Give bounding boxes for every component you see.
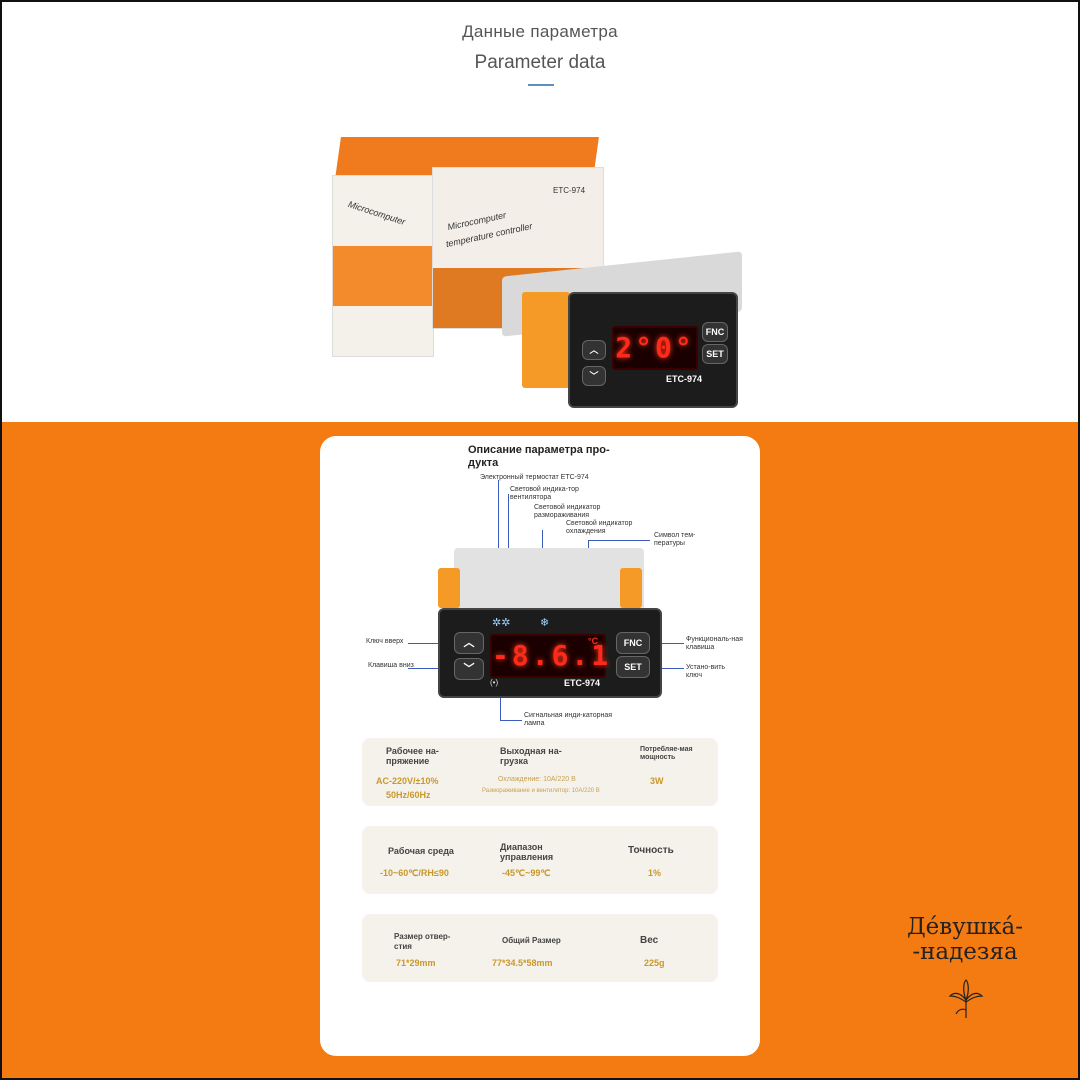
page-title-en: Parameter data: [474, 52, 606, 73]
card-clip-right: [620, 568, 642, 608]
top-fnc-button[interactable]: FNC: [702, 322, 728, 342]
card-title: Описание параметра про-дукта: [468, 444, 610, 469]
cooling-icon: ❄: [540, 617, 550, 629]
spec-label: Диапазон управления: [500, 842, 554, 862]
spec-label: Рабочее на-пряжение: [386, 746, 439, 766]
top-model-label: ETC-974: [666, 374, 703, 384]
top-up-button[interactable]: ︿: [582, 340, 606, 360]
spec-value: 1%: [648, 868, 662, 878]
spec-value: -10~60℃/RH≤90: [380, 868, 449, 878]
spec-value: -45℃~99℃: [502, 868, 551, 878]
spec-label: Общий Размер: [502, 936, 561, 945]
callout-key-up: Ключ вверх: [366, 638, 404, 645]
callout-fan-indicator: Световой индика-тор вентилятора: [510, 486, 579, 501]
callout-cooling-indicator: Световой индикатор охлаждения: [566, 520, 633, 535]
spec-label: Точность: [628, 845, 674, 856]
box-side-model: ETC-974: [553, 186, 586, 195]
signal-lamp-icon: (•): [490, 678, 499, 687]
spec-value: 3W: [650, 776, 664, 786]
spec-value: AC-220V/±10%: [376, 776, 439, 786]
callout-thermostat: Электронный термостат ETC-974: [480, 474, 589, 481]
spec-label: Выходная на-грузка: [500, 746, 562, 766]
top-down-button[interactable]: ﹀: [582, 366, 606, 386]
fan-defrost-icons: ✲✲: [492, 617, 511, 629]
card-controller-housing: [454, 548, 644, 616]
card-up-button[interactable]: ︿: [454, 632, 484, 654]
spec-label: Размер отвер-стия: [394, 932, 451, 951]
top-section: Данные параметра Parameter data Microcom…: [2, 2, 1078, 422]
top-set-button[interactable]: SET: [702, 344, 728, 364]
callout-set-key: Устано-вить ключ: [686, 664, 726, 679]
spec-value: 77*34.5*58mm: [492, 958, 553, 968]
card-clip-left: [438, 568, 460, 608]
spec-value: 50Hz/60Hz: [386, 790, 431, 800]
spec-row-size: Размер отвер-стия 71*29mm Общий Размер 7…: [362, 914, 718, 982]
callout-key-down: Клавиша вниз: [368, 662, 414, 669]
card-controller: ✲✲ ❄ -8.6.1 °C ︿ ﹀ FNC SET (•) ETC-974: [438, 608, 662, 698]
top-display: 2°0°: [612, 326, 698, 370]
spec-value: Охлаждение: 10A/220 В: [498, 776, 576, 783]
card-fnc-button[interactable]: FNC: [616, 632, 650, 654]
card-display: -8.6.1: [490, 634, 608, 678]
top-controller: 2°0° ︿ ﹀ FNC SET ETC-974: [568, 292, 738, 408]
spec-label: Потребляе-мая мощность: [640, 746, 693, 761]
card-down-button[interactable]: ﹀: [454, 658, 484, 680]
watermark-logo: Де́вушка́- -надезяа: [906, 914, 1024, 965]
callout-signal-lamp: Сигнальная инди-каторная лампа: [524, 712, 613, 727]
box-front-face: Microcomputer: [332, 175, 434, 357]
callout-function-key: Функциональ-ная клавиша: [686, 636, 743, 651]
spec-label: Вес: [640, 935, 659, 946]
page-title-ru: Данные параметра: [462, 22, 618, 41]
temp-unit-symbol: °C: [588, 636, 599, 646]
callout-defrost-indicator: Световой индикатор размораживания: [534, 504, 601, 519]
box-front-text: Microcomputer: [346, 199, 407, 227]
mounting-clip: [522, 292, 570, 388]
card-set-button[interactable]: SET: [616, 656, 650, 678]
lily-flower-icon: [948, 979, 984, 1018]
spec-row-power: Рабочее на-пряжение AC-220V/±10% 50Hz/60…: [362, 738, 718, 806]
callout-temp-symbol: Символ тем-пературы: [654, 532, 696, 547]
spec-value: 225g: [644, 958, 665, 968]
title-underline: [528, 84, 554, 86]
spec-row-environment: Рабочая среда -10~60℃/RH≤90 Диапазон упр…: [362, 826, 718, 894]
spec-value: Размораживание и вентилятор: 10A/220 В: [482, 788, 600, 794]
card-model-label: ETC-974: [564, 678, 601, 688]
spec-label: Рабочая среда: [388, 846, 454, 856]
product-description-card: Описание параметра про-дукта Электронный…: [320, 436, 760, 1056]
spec-value: 71*29mm: [396, 958, 436, 968]
